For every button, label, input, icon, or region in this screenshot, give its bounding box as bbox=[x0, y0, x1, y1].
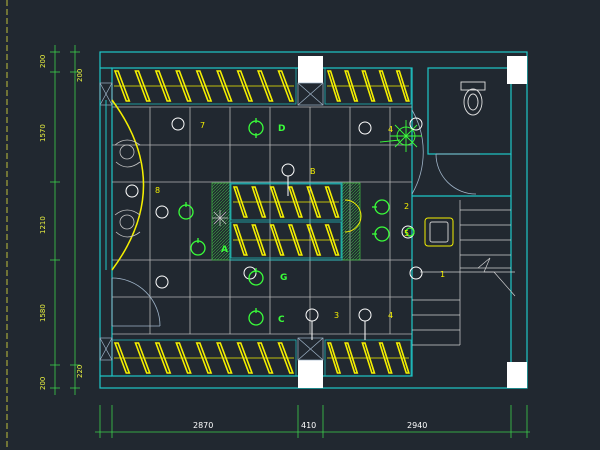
cross-boxes bbox=[99, 82, 324, 361]
rack-frame bbox=[230, 183, 342, 221]
hanger-item bbox=[154, 342, 172, 374]
hanger-item bbox=[251, 224, 267, 256]
island-door-arc bbox=[344, 199, 362, 233]
label-c: C bbox=[278, 315, 285, 325]
center-island-frame bbox=[229, 182, 343, 261]
hanger-item bbox=[269, 224, 285, 256]
ceiling-grid bbox=[112, 106, 412, 335]
hanger-item bbox=[378, 342, 393, 374]
hanger-item bbox=[256, 70, 274, 102]
dim-left-1210: 1210 bbox=[39, 216, 47, 234]
armchair-icon bbox=[424, 217, 454, 247]
hanger-item bbox=[175, 70, 192, 102]
hanger-item bbox=[256, 342, 274, 374]
label-g: G bbox=[280, 273, 287, 283]
hanger-item bbox=[395, 70, 410, 102]
rack-frame bbox=[324, 67, 412, 105]
staircase bbox=[412, 200, 516, 346]
mannequin-figures bbox=[114, 139, 141, 238]
dim-inner-220: 220 bbox=[76, 365, 84, 378]
dim-bottom-2940: 2940 bbox=[407, 421, 427, 430]
hanger-item bbox=[113, 342, 131, 374]
mark-1: 1 bbox=[440, 270, 445, 279]
hanger-item bbox=[324, 186, 340, 218]
dim-left-1570: 1570 bbox=[39, 124, 47, 142]
hanger-item bbox=[134, 342, 151, 374]
hanger-item bbox=[216, 342, 233, 374]
small-plant-icon bbox=[212, 210, 228, 226]
display-counter-left bbox=[99, 99, 145, 271]
hanger-item bbox=[344, 342, 359, 374]
doors bbox=[111, 109, 480, 327]
hanger-item bbox=[361, 342, 376, 374]
hanger-item bbox=[134, 70, 151, 102]
dim-bottom-410: 410 bbox=[301, 421, 316, 430]
light-fixtures bbox=[125, 117, 423, 340]
hanger-item bbox=[277, 70, 295, 102]
hanger-item bbox=[236, 70, 254, 102]
hanger-item bbox=[232, 224, 248, 256]
dim-inner-200: 200 bbox=[76, 69, 84, 82]
hanger-item bbox=[378, 70, 393, 102]
mark-5: 5 bbox=[404, 229, 409, 238]
hanger-item bbox=[154, 70, 172, 102]
hanger-item bbox=[251, 186, 267, 218]
hanger-item bbox=[306, 224, 322, 256]
hanger-item bbox=[361, 70, 376, 102]
left-dimension-chain bbox=[50, 45, 80, 395]
hanger-item bbox=[324, 224, 340, 256]
hanger-item bbox=[195, 70, 213, 102]
mark-3: 3 bbox=[334, 311, 339, 320]
label-a: A bbox=[221, 245, 228, 255]
label-b: B bbox=[310, 167, 316, 176]
label-7: 7 bbox=[200, 121, 205, 130]
hanger-item bbox=[175, 342, 192, 374]
hanger-item bbox=[326, 342, 342, 374]
mark-4-top: 4 bbox=[388, 125, 393, 134]
hanger-item bbox=[269, 186, 285, 218]
toilet-icon bbox=[460, 81, 486, 116]
hanger-item bbox=[113, 70, 131, 102]
rack-frame bbox=[230, 221, 342, 259]
dim-left-200-top: 200 bbox=[39, 55, 47, 68]
bottom-dimension-chain bbox=[95, 405, 530, 438]
hanger-item bbox=[395, 342, 410, 374]
mark-4-bottom: 4 bbox=[388, 311, 393, 320]
hanger-item bbox=[216, 70, 233, 102]
potted-plant-icon bbox=[379, 120, 422, 152]
hanger-item bbox=[326, 70, 342, 102]
label-d: D bbox=[278, 124, 285, 134]
hanger-item bbox=[277, 342, 295, 374]
label-2: 2 bbox=[404, 202, 409, 211]
dim-left-200-bottom: 200 bbox=[39, 377, 47, 390]
dim-bottom-2870: 2870 bbox=[193, 421, 213, 430]
rack-frame bbox=[324, 339, 412, 377]
hanger-item bbox=[232, 186, 248, 218]
hanger-item bbox=[344, 70, 359, 102]
hanger-item bbox=[195, 342, 213, 374]
island-end-right bbox=[341, 182, 361, 261]
shelving-units bbox=[111, 67, 412, 377]
label-8: 8 bbox=[155, 186, 160, 195]
pillars bbox=[298, 56, 527, 388]
dim-left-1580: 1580 bbox=[39, 304, 47, 322]
hanger-item bbox=[287, 224, 303, 256]
spot-lights bbox=[178, 118, 415, 326]
hanger-item bbox=[287, 186, 303, 218]
hanger-item bbox=[306, 186, 322, 218]
hanger-item bbox=[236, 342, 254, 374]
